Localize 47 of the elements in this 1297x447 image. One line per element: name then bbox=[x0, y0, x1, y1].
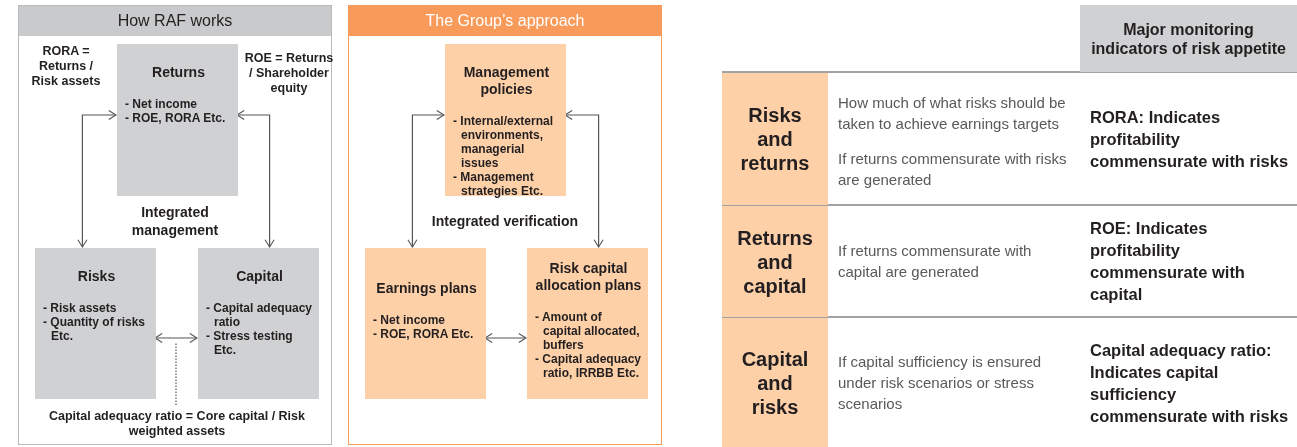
process-box bbox=[445, 44, 566, 196]
table-cell-text: How much of what risks should be taken to achieve earnings targets bbox=[838, 93, 1067, 134]
column-header: Major monitoring indicators of risk appetite bbox=[1080, 5, 1297, 72]
box-heading: Earnings plans bbox=[375, 280, 478, 297]
bullet-item: - Capital adequacy ratio, IRRBB Etc. bbox=[535, 352, 642, 380]
box-heading: Returns bbox=[151, 64, 206, 81]
panel-frame bbox=[348, 5, 662, 445]
table-cell-text: If capital sufficiency is ensured under risk scenarios or stress scenarios bbox=[838, 351, 1043, 414]
formula-text: Capital adequacy ratio = Core capital / Risk weighted assets bbox=[41, 406, 313, 442]
panel-frame bbox=[18, 5, 332, 445]
bullet-item: - Management strategies Etc. bbox=[453, 170, 545, 198]
table-cell-text: ROE: Indicates profitability commensurate with capital bbox=[1090, 218, 1246, 305]
bullet-item: - ROE, RORA Etc. bbox=[125, 111, 227, 125]
center-caption: Integrated verification bbox=[430, 212, 580, 231]
process-box bbox=[198, 248, 319, 399]
bullet-item: - Risk assets bbox=[43, 301, 118, 315]
panel-title: The Group’s approach bbox=[349, 6, 661, 36]
box-heading: Risk capital allocation plans bbox=[535, 260, 642, 294]
table-cell-text: If returns commensurate with risks are generated bbox=[838, 149, 1068, 190]
formula-note: RORA = Returns / Risk assets bbox=[30, 42, 102, 90]
process-box bbox=[117, 44, 238, 196]
bullet-item: - Capital adequacy ratio bbox=[206, 301, 313, 329]
table-cell-text: RORA: Indicates profitability commensurate with risks bbox=[1090, 107, 1290, 172]
row-header: Risks and returns bbox=[722, 73, 828, 205]
row-header: Capital and risks bbox=[722, 318, 828, 447]
process-box bbox=[365, 248, 486, 399]
double-arrow bbox=[407, 109, 445, 248]
bullet-item: - Quantity of risks Etc. bbox=[43, 315, 147, 343]
leader-line bbox=[175, 341, 177, 406]
bullet-item: - Net income bbox=[373, 313, 446, 327]
bullet-item: - Amount of capital allocated, buffers bbox=[535, 310, 641, 352]
double-arrow bbox=[77, 109, 117, 248]
table-cell-text: If returns commensurate with capital are generated bbox=[838, 241, 1033, 282]
table-cell-text: Capital adequacy ratio: Indicates capital sufficiency commensurate with risks bbox=[1090, 340, 1290, 427]
panel-title: How RAF works bbox=[19, 6, 331, 36]
center-caption: Integrated management bbox=[130, 203, 220, 240]
box-heading: Risks bbox=[76, 268, 117, 285]
process-box bbox=[35, 248, 156, 399]
bullet-item: - ROE, RORA Etc. bbox=[373, 327, 475, 341]
row-header: Returns and capital bbox=[722, 206, 828, 317]
box-heading: Capital bbox=[235, 268, 284, 285]
bullet-item: - Internal/external environments, managerial issues bbox=[453, 114, 555, 170]
bullet-item: - Net income bbox=[125, 97, 198, 111]
process-box bbox=[527, 248, 648, 399]
bullet-item: - Stress testing Etc. bbox=[206, 329, 294, 357]
box-heading: Management policies bbox=[462, 64, 551, 98]
formula-note: ROE = Returns / Shareholder equity bbox=[244, 49, 334, 97]
